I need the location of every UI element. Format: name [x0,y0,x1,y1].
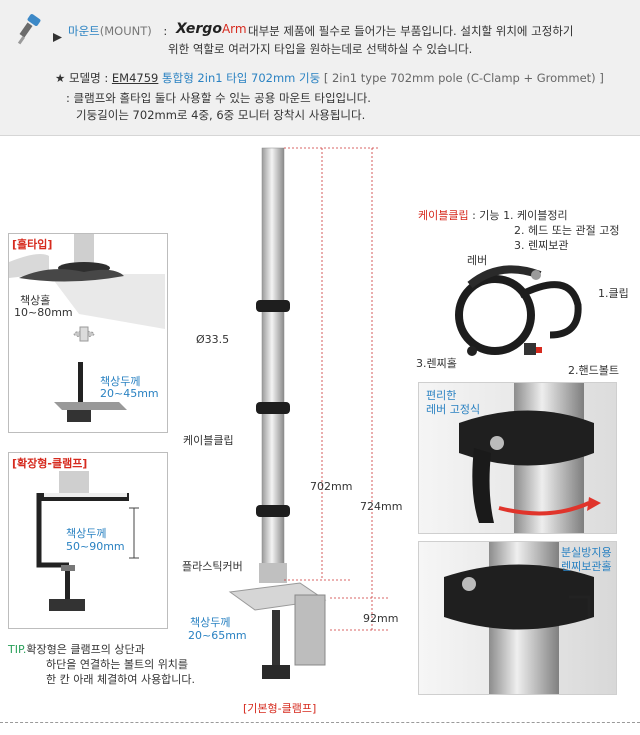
hole-type-illustration [9,234,165,430]
plastic-cover-label: 플라스틱커버 [182,560,243,573]
easy-lever-1: 편리한 [426,389,457,402]
desc-line-2: 위한 역할로 여러가지 타입을 원하는데로 선택하실 수 있습니다. [168,42,473,56]
section-label-paren: (MOUNT) [99,24,152,38]
hole-thickness-label: 책상두께 [100,375,141,388]
wrench-store-1: 분실방지용 [561,546,612,559]
model-name: 통합형 2in1 타입 702mm 기둥 [162,71,321,85]
handle-bolt-label: 2.핸드볼트 [568,364,619,377]
header-panel [0,0,640,136]
tip-line-3: 한 칸 아래 체결하여 사용합니다. [46,673,196,686]
play-bullet-icon [53,27,62,46]
model-en: [ 2in1 type 702mm pole (C-Clamp + Gromme… [323,71,604,85]
basic-clamp-label: [기본형-클램프] [243,702,317,715]
model-line: ★ 모델명 : EM4759 통합형 2in1 타입 702mm 기둥 [ 2i… [55,70,604,87]
tip-prefix: TIP. [8,643,27,656]
wrench-photo [418,541,617,695]
ext-thickness-range: 50~90mm [66,540,125,553]
section-label: 마운트 [68,24,100,38]
easy-lever-2: 레버 고정식 [426,403,481,416]
section-title: 마운트(MOUNT) : [68,23,167,40]
ext-thickness-label: 책상두께 [66,527,107,540]
brand-xergo: Xergo [176,21,222,37]
hole-thickness-range: 20~45mm [100,387,159,400]
ext-clamp-illustration [9,453,165,626]
func-2: 2. 헤드 또는 관절 고정 [514,224,620,237]
wrench-store-2: 렌찌보관홀 [561,560,612,573]
clip-label: 1.클립 [598,287,629,300]
diameter-label: Ø33.5 [196,333,230,346]
cable-clip-title-line: 케이블클립 : 기능 1. 케이블정리 [418,207,568,223]
lever-photo [418,382,617,534]
center-thickness-label: 책상두께 [190,616,231,629]
cable-clip-title: 케이블클립 [418,209,469,222]
func-1: 1. 케이블정리 [503,209,568,222]
wrench-hole-label: 3.렌찌홀 [416,357,457,370]
desc-line-1: 대부분 제품에 필수로 들어가는 부품입니다. 설치할 위치에 고정하기 [248,24,574,38]
cable-clip-label: 케이블클립 [183,434,234,447]
section-colon: : [163,24,168,38]
ext-clamp-label: [확장형-클램프] [11,455,89,471]
desk-hole-range: 10~80mm [14,306,73,319]
length-702: 702mm [310,480,353,493]
footer-divider [0,722,640,723]
center-thickness-range: 20~65mm [188,629,247,642]
tip-text-1: 확장형은 클램프의 상단과 [26,643,145,656]
dimension-lines [280,140,400,640]
pole-illustration [200,140,400,700]
xergo-logo: XergoArm [176,21,247,37]
model-desc-2: 기둥길이는 702mm로 4중, 6중 모니터 장착시 사용됩니다. [76,108,366,122]
star-icon: ★ [55,71,66,85]
func-prefix: : 기능 [472,209,500,222]
length-724: 724mm [360,500,403,513]
hole-type-label: [홀타입] [11,236,54,252]
func-3: 3. 렌찌보관 [514,239,569,252]
tip-line-1: TIP.확장형은 클램프의 상단과 [8,641,145,657]
model-prefix: 모델명 : [68,71,109,85]
tool-icon [16,12,46,46]
model-desc-1: : 클램프와 홀타입 둘다 사용할 수 있는 공용 마운트 타입입니다. [66,91,371,105]
desk-hole-label: 책상홀 [20,294,51,307]
brand-arm: Arm [221,22,247,36]
tip-line-2: 하단을 연결하는 볼트의 위치를 [46,658,189,671]
lever-label: 레버 [467,254,488,267]
cable-clip-illustration [440,255,590,370]
model-code: EM4759 [111,71,159,85]
length-92: 92mm [363,612,399,625]
